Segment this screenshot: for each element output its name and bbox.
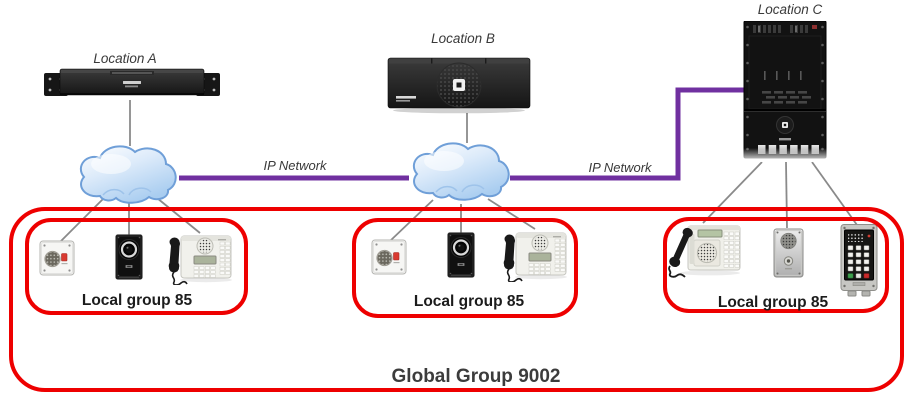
steel-door-intercom-icon	[773, 228, 804, 278]
local-group-b-label: Local group 85	[413, 293, 525, 310]
intercom-rack-cabinet-icon	[742, 21, 828, 162]
wall-intercom-station-icon	[371, 239, 407, 275]
ip-network-label-2: IP Network	[588, 160, 652, 175]
rack-intercom-server-icon	[44, 66, 220, 100]
desktop-intercom-server-icon	[387, 56, 533, 114]
ip-network-label-1: IP Network	[263, 158, 327, 173]
desk-intercom-phone-icon	[501, 227, 568, 282]
door-intercom-station-icon	[447, 232, 475, 278]
location-a-label: Location A	[93, 51, 157, 66]
local-group-a-label: Local group 85	[81, 292, 193, 309]
location-c-label: Location C	[757, 2, 823, 17]
global-group-label: Global Group 9002	[391, 366, 561, 387]
desk-intercom-phone-icon	[664, 222, 748, 282]
wall-intercom-station-icon	[39, 240, 75, 276]
door-intercom-station-icon	[115, 234, 143, 280]
ip-cloud-b-icon	[406, 139, 513, 203]
location-b-label: Location B	[431, 31, 495, 46]
local-group-c-label: Local group 85	[717, 294, 829, 311]
desk-intercom-phone-icon	[166, 230, 233, 285]
ip-network-link-lines	[179, 87, 744, 181]
ip-cloud-a-icon	[73, 142, 180, 206]
rugged-keypad-intercom-icon	[840, 223, 878, 299]
